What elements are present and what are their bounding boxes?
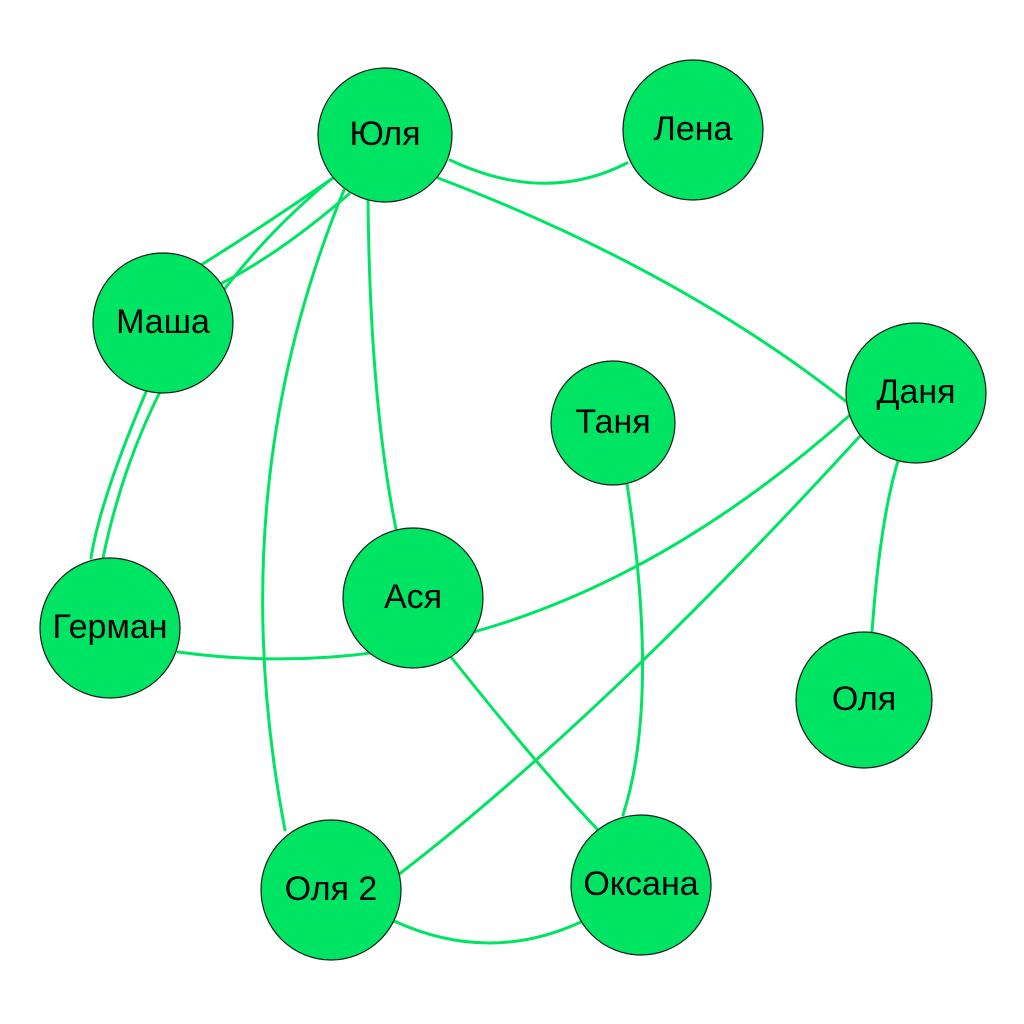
graph-edge-yulya-asya [366, 199, 398, 531]
graph-edge-yulya-danya [436, 176, 850, 405]
graph-node-yulya[interactable]: Юля [317, 67, 453, 203]
graph-node-tanya[interactable]: Таня [550, 360, 676, 486]
graph-node-label-german: Герман [52, 608, 167, 646]
graph-node-german[interactable]: Герман [39, 557, 181, 699]
graph-node-label-olya2: Оля 2 [285, 870, 378, 908]
graph-node-label-oksana: Оксана [583, 865, 698, 903]
graph-node-olya2[interactable]: Оля 2 [260, 819, 402, 961]
graph-node-circle-olya[interactable] [795, 631, 933, 769]
graph-node-circle-oksana[interactable] [570, 814, 712, 956]
edge-layer [89, 158, 900, 945]
graph-node-label-tanya: Таня [575, 403, 650, 441]
graph-node-circle-german[interactable] [39, 557, 181, 699]
graph-edge-masha-german [89, 390, 148, 560]
graph-node-oksana[interactable]: Оксана [570, 814, 712, 956]
graph-edge-yulya-masha [194, 176, 335, 270]
graph-node-label-danya: Даня [876, 373, 955, 411]
graph-node-circle-masha[interactable] [92, 252, 234, 394]
graph-node-label-asya: Ася [384, 578, 442, 616]
graph-node-danya[interactable]: Даня [845, 322, 987, 464]
graph-node-olya[interactable]: Оля [795, 631, 933, 769]
graph-node-circle-asya[interactable] [342, 527, 484, 669]
graph-edge-yulya-olya2 [261, 188, 346, 832]
graph-node-label-masha: Маша [116, 303, 210, 341]
graph-edge-german-danya [176, 413, 852, 661]
graph-edge-danya-olya2 [396, 434, 862, 877]
graph-node-circle-yulya[interactable] [317, 67, 453, 203]
graph-edge-asya-oksana [449, 655, 602, 834]
graph-node-label-yulya: Юля [349, 115, 420, 153]
graph-node-label-lena: Лена [654, 110, 733, 148]
graph-edge-tanya-oksana [621, 482, 645, 817]
graph-node-circle-tanya[interactable] [550, 360, 676, 486]
graph-node-circle-lena[interactable] [622, 59, 764, 201]
graph-node-label-olya: Оля [832, 680, 896, 718]
graph-node-asya[interactable]: Ася [342, 527, 484, 669]
graph-edge-yulya-masha [210, 192, 351, 290]
graph-node-circle-olya2[interactable] [260, 819, 402, 961]
graph-edge-danya-olya [870, 459, 900, 634]
graph-edge-yulya-lena [448, 158, 629, 185]
graph-node-masha[interactable]: Маша [92, 252, 234, 394]
graph-edge-olya2-oksana [392, 919, 585, 945]
graph-node-lena[interactable]: Лена [622, 59, 764, 201]
graph-node-circle-danya[interactable] [845, 322, 987, 464]
